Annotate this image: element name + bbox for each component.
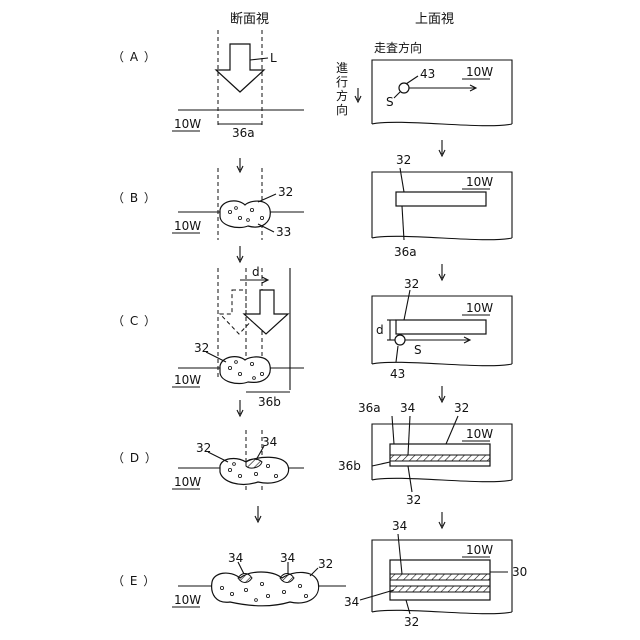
- label-32-c: 32: [194, 341, 209, 355]
- label-36b-td: 36b: [338, 459, 361, 473]
- header-top-view: 上面視: [415, 12, 454, 27]
- track-36a-c: [396, 320, 486, 334]
- track-36a-b: [396, 192, 486, 206]
- advance-direction-char-2: 行: [336, 75, 348, 89]
- cross-section-b: 32 33 10W: [172, 168, 304, 240]
- label-32-te: 32: [404, 615, 419, 629]
- step-label-b: （ B ）: [112, 191, 157, 205]
- label-10w-a: 10W: [174, 117, 201, 131]
- top-view-c: d 32 S 43 10W: [372, 277, 512, 381]
- label-s-tc: S: [414, 343, 422, 357]
- label-36a-cs: 36a: [232, 126, 255, 140]
- label-10w-td: 10W: [466, 427, 493, 441]
- label-36b-cs: 36b: [258, 395, 281, 409]
- label-34-td: 34: [400, 401, 415, 415]
- label-32-d: 32: [196, 441, 211, 455]
- label-laser-l: L: [270, 51, 277, 65]
- scan-direction-label: 走査方向: [374, 40, 422, 55]
- label-36a-tb: 36a: [394, 245, 417, 259]
- label-10w-ta: 10W: [466, 65, 493, 79]
- cross-section-a: L 36a 10W: [172, 30, 304, 140]
- melt-pool-e: [212, 572, 319, 606]
- label-34-te-top: 34: [392, 519, 407, 533]
- overlap-region-e1: [238, 574, 252, 583]
- overlap-region-e2: [280, 574, 294, 583]
- advance-direction-char-3: 方: [336, 88, 348, 103]
- label-10w-tb: 10W: [466, 175, 493, 189]
- label-32-b: 32: [278, 185, 293, 199]
- step-label-c: （ C ）: [112, 314, 157, 328]
- label-34-e1: 34: [228, 551, 243, 565]
- top-view-e: 34 30 34 32 10W: [344, 519, 527, 629]
- label-s-a: S: [386, 95, 394, 109]
- label-10w-d: 10W: [174, 475, 201, 489]
- label-10w-b: 10W: [174, 219, 201, 233]
- spot-s-c: [395, 335, 405, 345]
- step-label-a: （ A ）: [112, 50, 157, 64]
- label-32-tc: 32: [404, 277, 419, 291]
- label-34-d: 34: [262, 435, 277, 449]
- label-33-b: 33: [276, 225, 291, 239]
- label-10w-tc: 10W: [466, 301, 493, 315]
- label-d-tc: d: [376, 323, 384, 337]
- label-34-te-bottom: 34: [344, 595, 359, 609]
- overlap-strip-e2: [390, 586, 490, 592]
- laser-arrow-next: [244, 290, 288, 334]
- label-32-td-top: 32: [454, 401, 469, 415]
- top-view-d: 36a 34 32 36b 32 10W: [338, 401, 512, 507]
- laser-arrow-prev: [220, 290, 258, 334]
- melt-pool-b: [220, 201, 270, 228]
- label-d-cs: d: [252, 265, 260, 279]
- header-cross-section: 断面視: [230, 12, 269, 27]
- cross-section-d: 32 34 10W: [172, 430, 304, 490]
- step-label-d: （ D ）: [112, 451, 158, 465]
- advance-direction-char-4: 向: [336, 102, 348, 117]
- label-32-tb: 32: [396, 153, 411, 167]
- label-43-a: 43: [420, 67, 435, 81]
- label-30-te: 30: [512, 565, 527, 579]
- spot-s-a: [399, 83, 409, 93]
- melt-pool-c: [220, 357, 270, 384]
- label-10w-c: 10W: [174, 373, 201, 387]
- step-label-e: （ E ）: [112, 574, 156, 588]
- label-32-e: 32: [318, 557, 333, 571]
- label-10w-te: 10W: [466, 543, 493, 557]
- top-view-a: 43 S 10W: [372, 60, 512, 126]
- top-view-b: 32 36a 10W: [372, 153, 512, 259]
- overlap-strip-e1: [390, 574, 490, 580]
- laser-arrow-l: [216, 44, 264, 92]
- overlap-strip-d: [390, 455, 490, 461]
- label-43-tc: 43: [390, 367, 405, 381]
- label-36a-td: 36a: [358, 401, 381, 415]
- advance-direction-char-1: 進: [336, 61, 348, 75]
- cross-section-c: d 32 36b 10W: [172, 265, 304, 409]
- label-32-td-bottom: 32: [406, 493, 421, 507]
- cross-section-e: 34 34 32 10W: [172, 551, 346, 607]
- label-34-e2: 34: [280, 551, 295, 565]
- label-10w-e: 10W: [174, 593, 201, 607]
